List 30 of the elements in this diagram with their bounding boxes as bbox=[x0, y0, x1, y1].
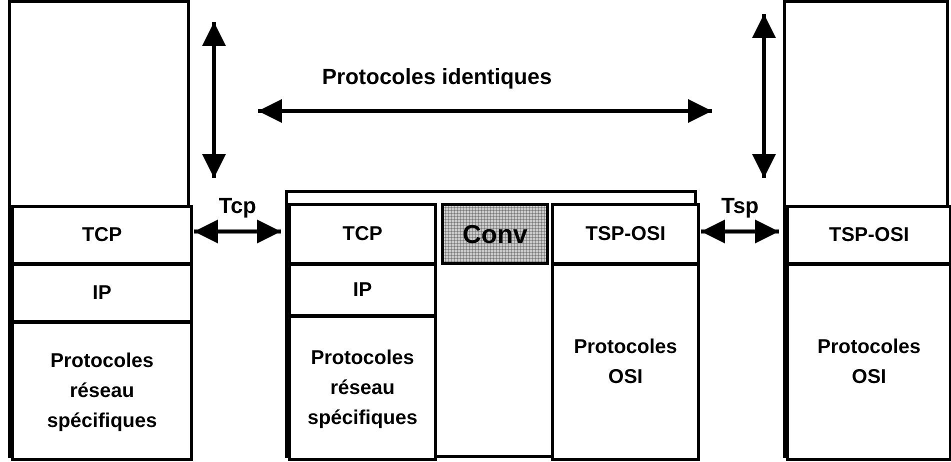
double-arrow bbox=[701, 220, 779, 244]
layer-label: IP bbox=[352, 278, 373, 303]
stack-box bbox=[783, 0, 949, 458]
layer-box bbox=[786, 263, 951, 461]
layer-label: Protocoles réseau spécifiques bbox=[306, 346, 419, 431]
layer-box bbox=[288, 315, 437, 461]
layer-label: Conv bbox=[462, 218, 528, 250]
layer-box bbox=[11, 263, 193, 323]
double-arrow bbox=[194, 220, 281, 244]
layer-label: TSP-OSI bbox=[584, 222, 666, 247]
layer-box bbox=[288, 263, 437, 317]
layer-label: Protocoles OSI bbox=[572, 335, 678, 390]
layer-label: IP bbox=[92, 281, 112, 306]
stack-box bbox=[285, 190, 697, 458]
layer-box bbox=[11, 321, 193, 461]
layer-box bbox=[786, 205, 951, 265]
layer-label: Protocoles OSI bbox=[816, 335, 922, 390]
layer-label: Protocoles réseau spécifiques bbox=[46, 349, 158, 434]
stack-box bbox=[8, 0, 190, 458]
layer-label: TSP-OSI bbox=[828, 223, 910, 248]
layer-box bbox=[11, 205, 193, 265]
annotation-label: Protocoles identiques bbox=[322, 66, 552, 88]
edge-label: Tsp bbox=[719, 194, 761, 216]
layer-box bbox=[551, 203, 700, 265]
layer-box bbox=[288, 203, 437, 265]
edge-label: Tcp bbox=[216, 194, 258, 216]
layer-label: TCP bbox=[81, 223, 123, 248]
layer-box bbox=[551, 263, 700, 461]
shaded-box bbox=[441, 203, 549, 265]
layer-label: TCP bbox=[342, 222, 384, 247]
